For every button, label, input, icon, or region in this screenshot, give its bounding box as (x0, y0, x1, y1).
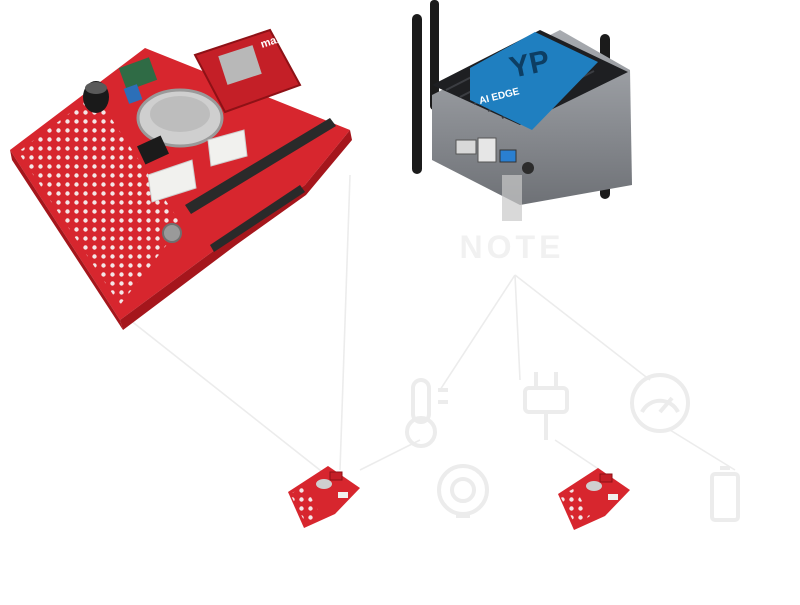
relay-white (147, 129, 248, 203)
antenna-left (412, 14, 422, 174)
blue-band (470, 32, 598, 130)
center-logo: NOTE (460, 229, 565, 265)
bulb-icon (437, 464, 489, 518)
pin-header (185, 118, 336, 252)
battery-icon (710, 466, 740, 522)
usb-module (118, 57, 158, 91)
edge-logo: YP (507, 44, 553, 85)
mounting-screw (162, 223, 182, 243)
connector-lines (129, 174, 736, 479)
mini-board-right (558, 468, 630, 530)
edge-device: YP AI EDGE (412, 0, 632, 221)
mini-board-left (288, 466, 360, 528)
thermometer-icon (405, 378, 448, 448)
pcb-board: maxy (10, 28, 352, 330)
antenna-top (430, 0, 439, 110)
plug-icon (523, 372, 569, 440)
gauge-icon (630, 373, 690, 433)
io-ports (455, 137, 534, 174)
